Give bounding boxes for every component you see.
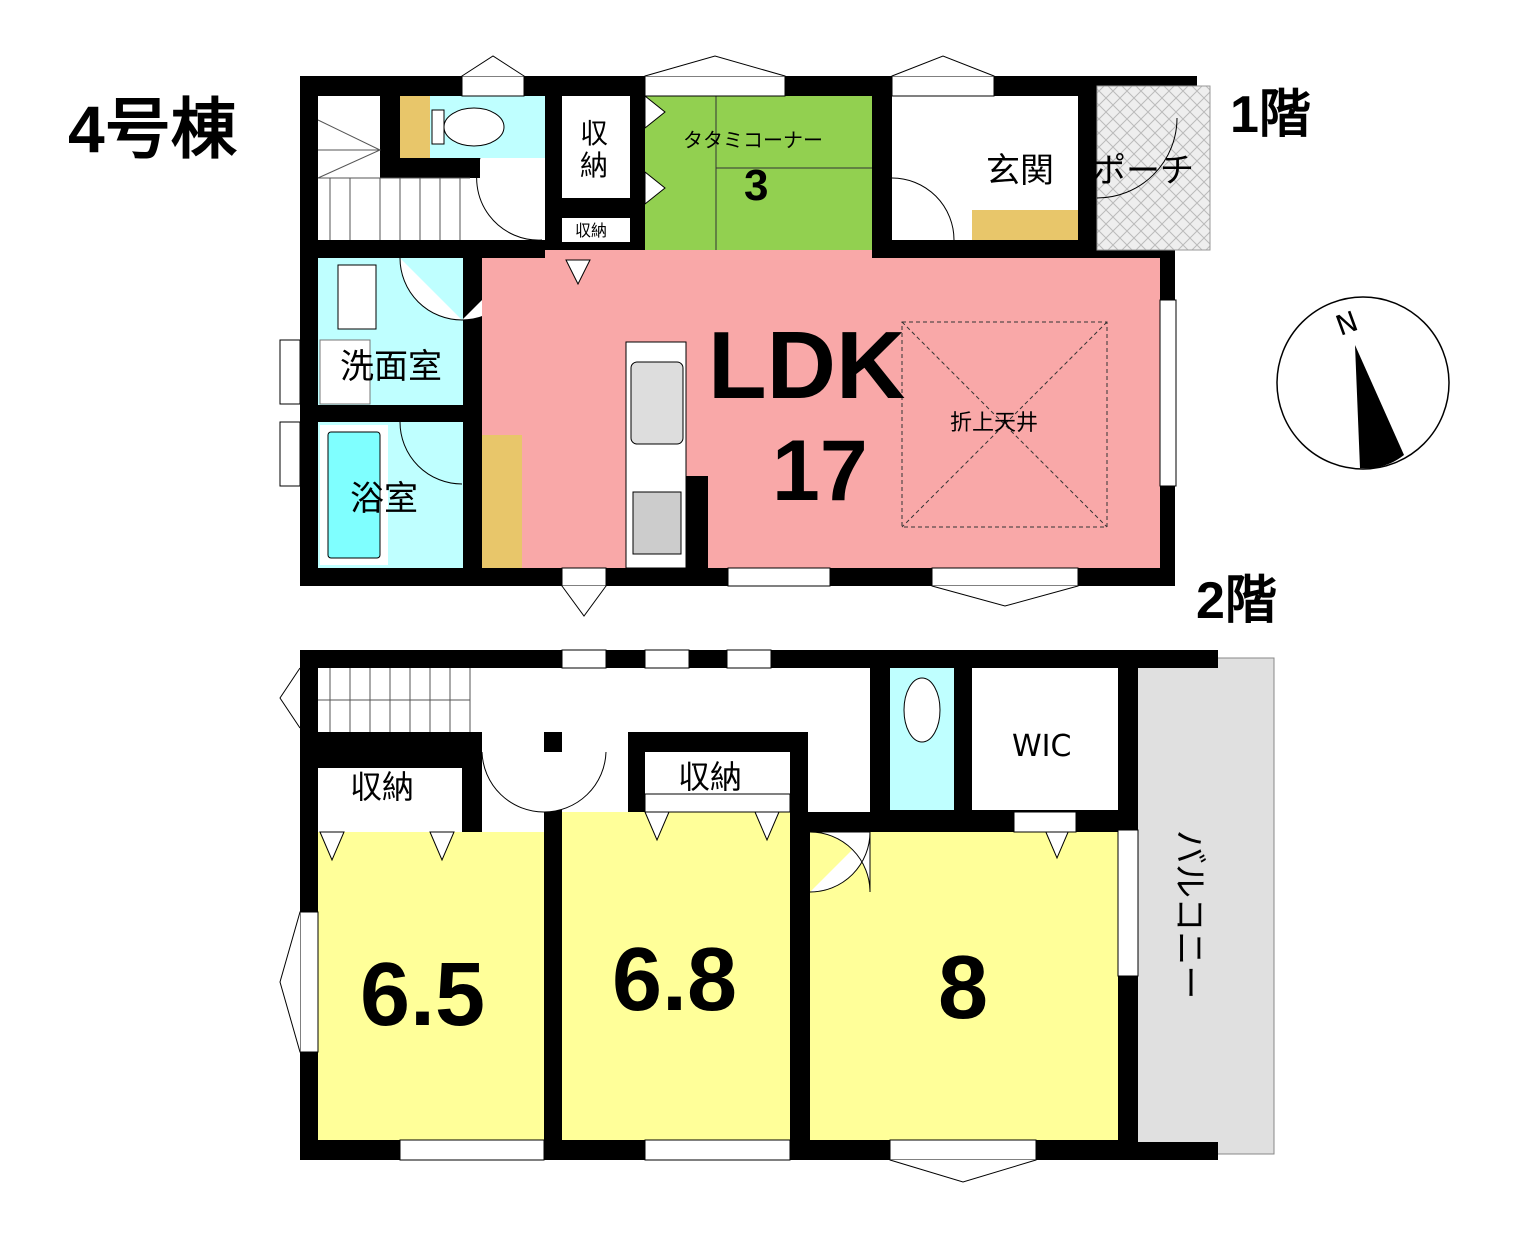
storage-small-label: 収納 xyxy=(575,221,607,240)
wic xyxy=(972,668,1118,810)
floor-1-label: 1階 xyxy=(1230,86,1311,144)
storage-label-bottom: 納 xyxy=(580,149,608,182)
ceiling-label: 折上天井 xyxy=(950,411,1038,436)
porch-door-swing xyxy=(1096,117,1178,199)
building-title: 4号棟 xyxy=(68,92,238,166)
bedroom-6-5 xyxy=(318,832,544,1140)
ldk-label: LDK xyxy=(708,312,905,419)
tatami-corner xyxy=(645,96,872,251)
bedroom-8 xyxy=(810,832,1118,1140)
storage-a-label: 収納 xyxy=(350,768,414,806)
windows-2f xyxy=(279,649,1139,1183)
storage-closet xyxy=(562,96,630,198)
compass: N xyxy=(1276,296,1450,470)
storage-small xyxy=(562,218,630,242)
sink-icon xyxy=(630,361,684,445)
ldk-size: 17 xyxy=(772,423,868,519)
bedroom-6-5-size: 6.5 xyxy=(360,945,485,1045)
bedroom-6-8-size: 6.8 xyxy=(612,930,737,1030)
storage-label-top: 収 xyxy=(580,117,608,150)
bedroom-8-size: 8 xyxy=(938,938,988,1038)
washroom-label: 洗面室 xyxy=(340,347,442,387)
floor-2-label: 2階 xyxy=(1196,572,1277,630)
floor-1: 1階 ポーチ 収 納 収納 タタミコーナー 3 玄関 xyxy=(279,55,1311,617)
toilet-1f xyxy=(400,96,545,158)
porch xyxy=(1096,85,1211,251)
bedroom-6-8 xyxy=(562,812,790,1140)
stairs-2f xyxy=(318,668,471,732)
tatami-size: 3 xyxy=(744,161,768,210)
stairs-1f xyxy=(317,96,545,241)
tatami-label: タタミコーナー xyxy=(683,128,823,152)
storage-b-label: 収納 xyxy=(678,758,742,796)
wic-label: WIC xyxy=(1012,729,1071,764)
floor-2: 2階 収納 6.5 収納 6.8 WIC 8 xyxy=(279,572,1277,1183)
bathroom-label: 浴室 xyxy=(350,479,418,519)
stove-icon xyxy=(632,491,682,555)
ldk xyxy=(482,250,1177,569)
storage-b xyxy=(645,752,790,794)
porch-label: ポーチ xyxy=(1092,151,1194,191)
windows-1f xyxy=(279,55,1079,617)
entrance-label: 玄関 xyxy=(986,151,1054,191)
balcony-label: バルコニー xyxy=(1169,830,1209,999)
north-arrow-icon xyxy=(1355,345,1404,469)
